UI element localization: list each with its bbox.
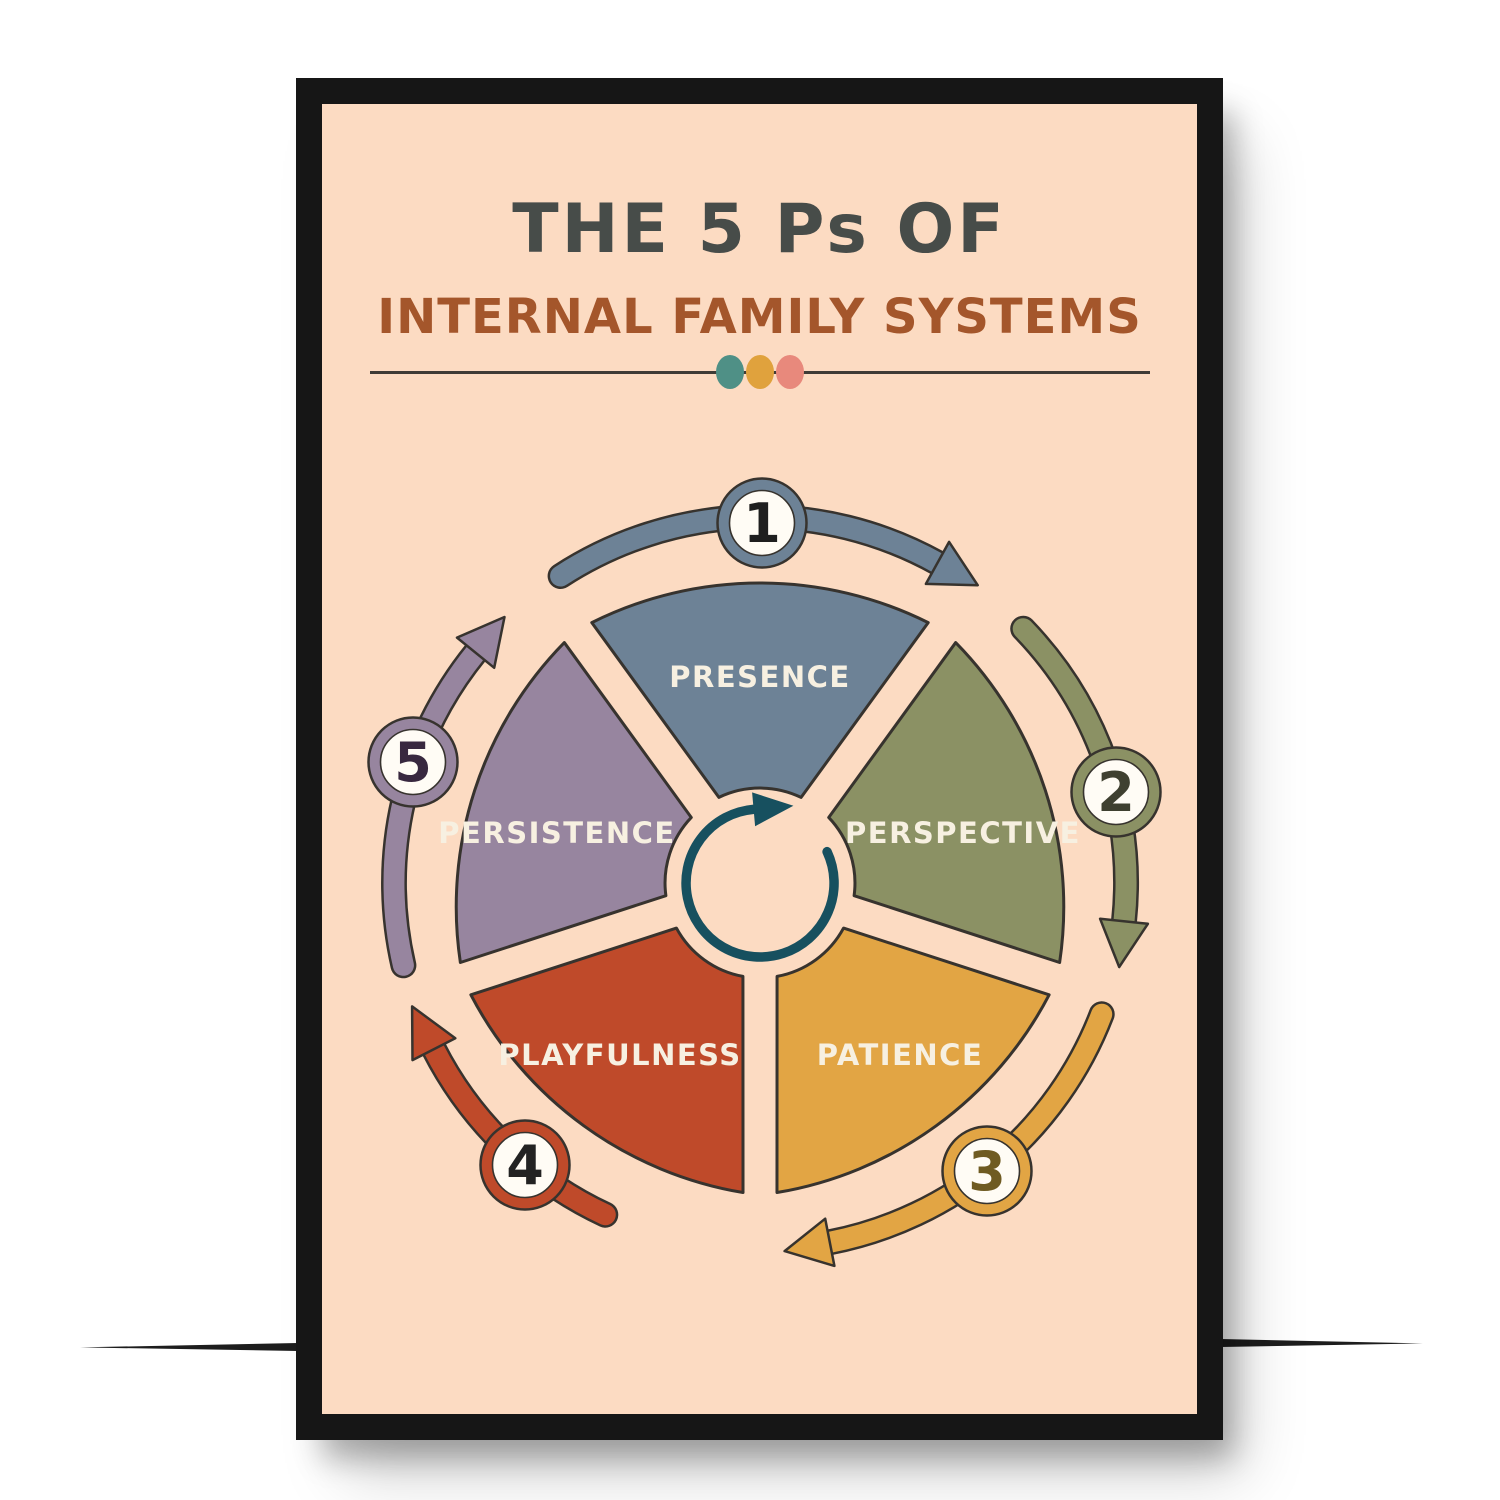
step-number-2: 2 bbox=[1097, 761, 1135, 824]
cycle-arrow-icon bbox=[681, 792, 839, 962]
persistence-wedge bbox=[454, 641, 693, 964]
segment-patience: PATIENCE bbox=[775, 926, 1051, 1195]
persistence-label: PERSISTENCE bbox=[438, 816, 675, 850]
step-number-4: 4 bbox=[506, 1134, 544, 1197]
divider-teal-dot bbox=[716, 355, 744, 389]
poster-title: THE 5 Ps OF bbox=[512, 190, 1007, 269]
presence-label: PRESENCE bbox=[669, 660, 850, 694]
patience-label: PATIENCE bbox=[817, 1038, 984, 1072]
step-number-1: 1 bbox=[743, 492, 781, 555]
segment-persistence: PERSISTENCE bbox=[438, 641, 693, 964]
playfulness-label: PLAYFULNESS bbox=[498, 1038, 741, 1072]
step-circle-2: 2 bbox=[1070, 746, 1162, 838]
poster: THE 5 Ps OF INTERNAL FAMILY SYSTEMS bbox=[322, 104, 1197, 1414]
step-circle-1: 1 bbox=[716, 477, 808, 569]
step-number-5: 5 bbox=[394, 731, 432, 794]
title-divider bbox=[370, 354, 1150, 390]
patience-wedge bbox=[775, 926, 1051, 1195]
playfulness-wedge bbox=[469, 926, 745, 1195]
poster-frame: THE 5 Ps OF INTERNAL FAMILY SYSTEMS bbox=[296, 78, 1223, 1440]
divider-coral-dot bbox=[776, 355, 804, 389]
segment-perspective: PERSPECTIVE bbox=[827, 641, 1081, 964]
divider-amber-dot bbox=[746, 355, 774, 389]
five-ps-wheel-diagram: PRESENCE PERSPECTIVE PATIENCE PLAYFULNES… bbox=[367, 477, 1162, 1268]
perspective-label: PERSPECTIVE bbox=[845, 816, 1081, 850]
step-circle-3: 3 bbox=[941, 1125, 1033, 1217]
arrowhead-2-icon bbox=[1098, 917, 1150, 969]
step-circle-4: 4 bbox=[479, 1119, 571, 1211]
perspective-wedge bbox=[827, 641, 1066, 964]
segment-presence: PRESENCE bbox=[590, 581, 930, 799]
arrowhead-5-icon bbox=[455, 615, 506, 670]
segment-playfulness: PLAYFULNESS bbox=[469, 926, 745, 1195]
wall-line-left bbox=[80, 1343, 298, 1351]
wall-line-right bbox=[1221, 1339, 1423, 1347]
step-circle-5: 5 bbox=[367, 716, 459, 808]
presence-wedge bbox=[590, 581, 930, 799]
arrowhead-3-icon bbox=[783, 1217, 836, 1268]
arrowhead-4-icon bbox=[410, 1005, 457, 1062]
poster-subtitle: INTERNAL FAMILY SYSTEMS bbox=[377, 289, 1142, 345]
arrowhead-1-icon bbox=[924, 540, 979, 587]
step-number-3: 3 bbox=[968, 1140, 1006, 1203]
